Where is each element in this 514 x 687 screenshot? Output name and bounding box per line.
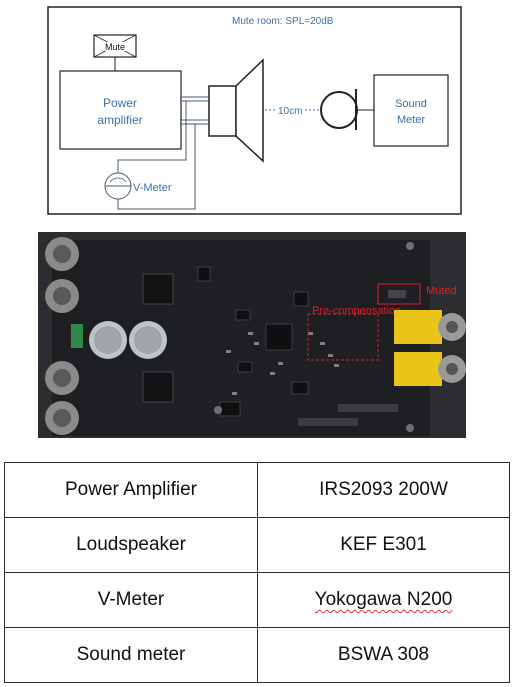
electrolytic-capacitors	[89, 321, 167, 359]
vmeter-symbol	[104, 172, 132, 200]
inductors	[142, 273, 174, 403]
sound-meter-label-line1: Sound	[395, 98, 427, 110]
muted-annotation: Muted	[426, 285, 457, 297]
table-row: Power Amplifier IRS2093 200W	[4, 462, 510, 518]
microphone-symbol	[320, 89, 374, 130]
model-text: Yokogawa N200	[314, 589, 453, 610]
model-cell: BSWA 308	[257, 627, 510, 683]
mute-room-label: Mute room: SPL=20dB	[232, 16, 334, 27]
precompensation-highlight	[307, 313, 379, 361]
power-amplifier-label-line1: Power	[103, 96, 137, 110]
mute-switch-box: Mute	[93, 34, 137, 71]
measurement-setup-diagram: Mute room: SPL=20dB Mute Power amplifier…	[47, 6, 462, 215]
rca-input-connectors	[394, 310, 466, 386]
model-cell: KEF E301	[257, 517, 510, 573]
precompensation-annotation: Pre-compensation	[312, 305, 401, 317]
power-amplifier-box	[59, 70, 182, 150]
component-cell: Loudspeaker	[4, 517, 258, 573]
mute-switch-highlight	[377, 283, 421, 305]
green-power-terminal	[71, 324, 83, 348]
sound-meter-label-line2: Meter	[397, 114, 425, 126]
distance-label: 10cm	[278, 106, 302, 117]
mounting-holes	[214, 242, 414, 432]
mute-box-label: Mute	[105, 42, 125, 52]
amplifier-to-speaker-wires	[117, 96, 209, 210]
component-cell: Power Amplifier	[4, 462, 258, 518]
speaker-terminal-posts	[45, 237, 79, 435]
model-cell: IRS2093 200W	[257, 462, 510, 518]
smd-components	[226, 332, 339, 395]
vmeter-label: V-Meter	[133, 182, 172, 194]
power-amplifier-label-line2: amplifier	[97, 113, 142, 127]
component-cell: Sound meter	[4, 627, 258, 683]
amplifier-board-photo: Pre-compensation Muted	[38, 232, 466, 438]
component-cell: V-Meter	[4, 572, 258, 628]
mute-switch	[388, 290, 406, 298]
model-cell: Yokogawa N200	[257, 572, 510, 628]
loudspeaker-symbol	[208, 58, 264, 163]
pad-array	[298, 404, 398, 426]
integrated-circuits	[197, 266, 309, 417]
sound-meter-box	[373, 74, 449, 147]
table-row: Loudspeaker KEF E301	[4, 517, 510, 573]
table-row: V-Meter Yokogawa N200	[4, 572, 510, 628]
equipment-table: Power Amplifier IRS2093 200W Loudspeaker…	[4, 462, 510, 683]
table-row: Sound meter BSWA 308	[4, 627, 510, 683]
